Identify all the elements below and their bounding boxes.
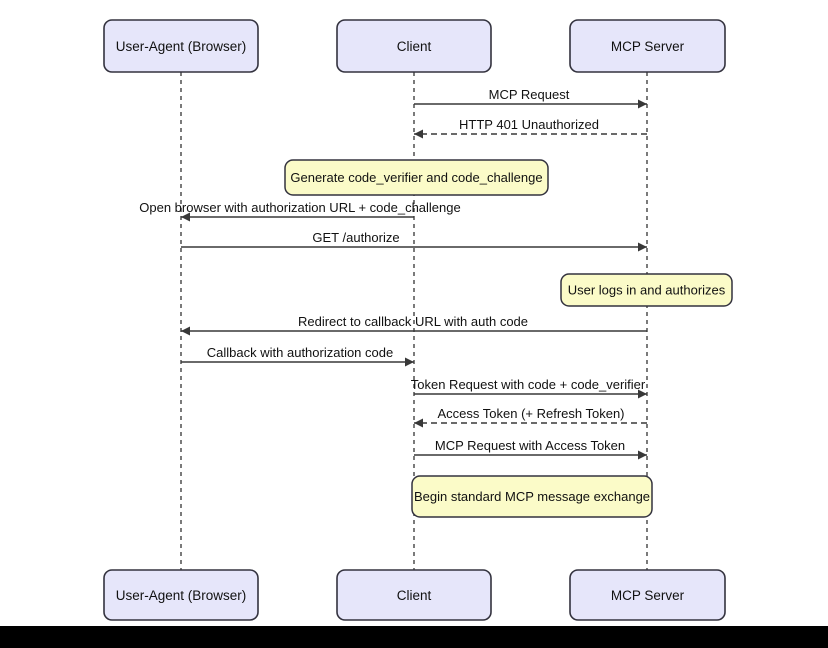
message-label-5: Callback with authorization code [207,345,393,360]
message-arrowhead-4 [181,326,190,336]
note-box-0 [284,159,549,196]
participant-label-server-top: MCP Server [611,39,685,54]
participant-box-client-bottom [336,569,492,621]
participant-label-client-top: Client [397,39,432,54]
note-label-2: Begin standard MCP message exchange [414,489,650,504]
participant-label-ua-bottom: User-Agent (Browser) [116,588,247,603]
note-label-1: User logs in and authorizes [568,283,726,298]
note-box-2 [411,475,653,518]
message-arrowhead-0 [638,99,647,109]
participant-label-server-bottom: MCP Server [611,588,685,603]
note-box-1 [560,273,733,307]
message-arrowhead-1 [414,129,423,139]
participant-box-client-top [336,19,492,73]
message-arrowhead-8 [638,450,647,460]
message-arrowhead-7 [414,418,423,428]
participant-box-server-bottom [569,569,726,621]
message-label-7: Access Token (+ Refresh Token) [437,406,624,421]
message-arrowhead-3 [638,242,647,252]
message-arrowhead-2 [181,212,190,222]
message-label-3: GET /authorize [312,230,399,245]
bottom-black-bar [0,626,828,648]
message-arrowhead-5 [405,357,414,367]
message-label-0: MCP Request [489,87,570,102]
message-label-4: Redirect to callback URL with auth code [298,314,528,329]
participant-box-server-top [569,19,726,73]
message-label-2: Open browser with authorization URL + co… [139,200,460,215]
participant-label-ua-top: User-Agent (Browser) [116,39,247,54]
participant-label-client-bottom: Client [397,588,432,603]
participant-box-ua-top [103,19,259,73]
message-label-1: HTTP 401 Unauthorized [459,117,599,132]
message-label-6: Token Request with code + code_verifier [411,377,646,392]
message-label-8: MCP Request with Access Token [435,438,625,453]
note-label-0: Generate code_verifier and code_challeng… [290,170,542,185]
message-arrowhead-6 [638,389,647,399]
participant-box-ua-bottom [103,569,259,621]
